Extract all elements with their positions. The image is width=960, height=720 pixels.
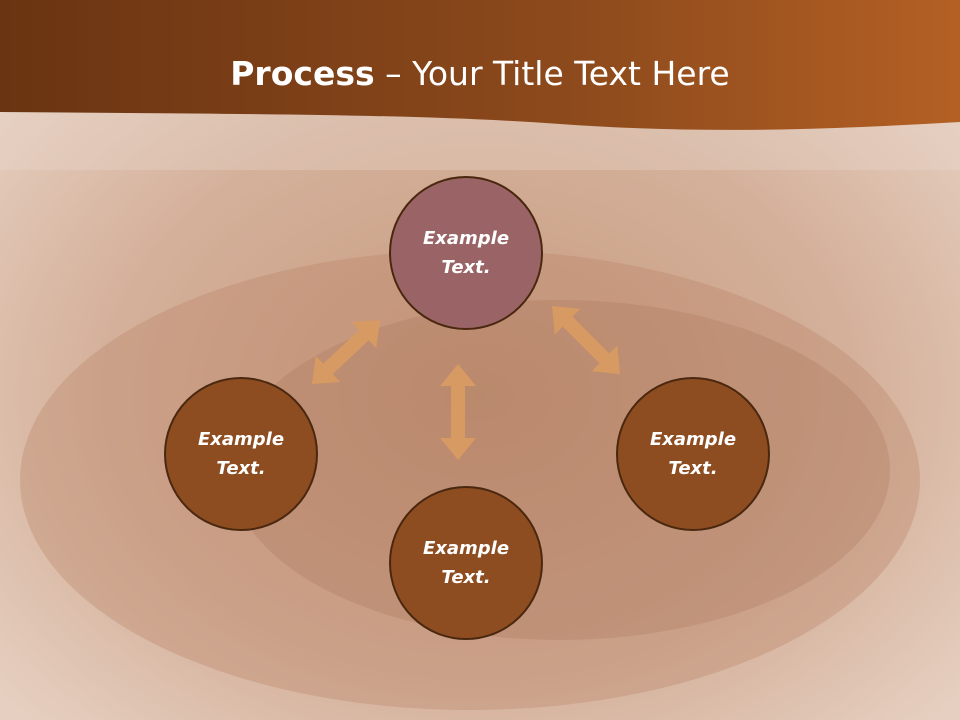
title-bold: Process	[230, 54, 375, 93]
process-node-top: Example Text.	[389, 176, 543, 330]
process-node-right: Example Text.	[616, 377, 770, 531]
node-label: Example Text.	[197, 429, 285, 479]
slide-title: Process – Your Title Text Here	[0, 52, 960, 96]
node-label: Example Text.	[649, 429, 737, 479]
process-node-left: Example Text.	[164, 377, 318, 531]
process-node-bottom: Example Text.	[389, 486, 543, 640]
node-label: Example Text.	[422, 228, 510, 278]
node-label: Example Text.	[422, 538, 510, 588]
title-rest: – Your Title Text Here	[374, 54, 730, 93]
